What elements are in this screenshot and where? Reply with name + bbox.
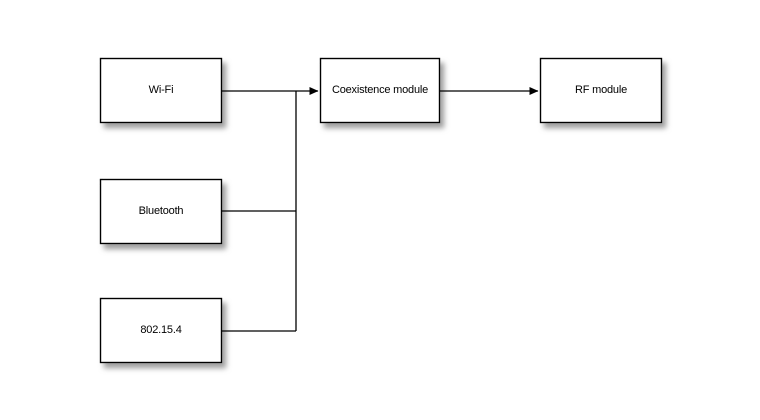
node-shape-802154[interactable] bbox=[99, 297, 223, 364]
node-rf-module[interactable] bbox=[540, 58, 662, 123]
node-bluetooth[interactable] bbox=[100, 179, 222, 244]
node-wifi[interactable] bbox=[100, 58, 222, 123]
node-shape-rf[interactable] bbox=[539, 57, 663, 124]
node-shape-wifi[interactable] bbox=[99, 57, 223, 124]
node-shape-coexistence[interactable] bbox=[319, 57, 441, 124]
node-802154[interactable] bbox=[100, 298, 222, 363]
node-shape-bluetooth[interactable] bbox=[99, 178, 223, 245]
node-coexistence-module[interactable] bbox=[320, 58, 440, 123]
edges bbox=[222, 86, 539, 332]
node-shapes bbox=[99, 57, 663, 364]
